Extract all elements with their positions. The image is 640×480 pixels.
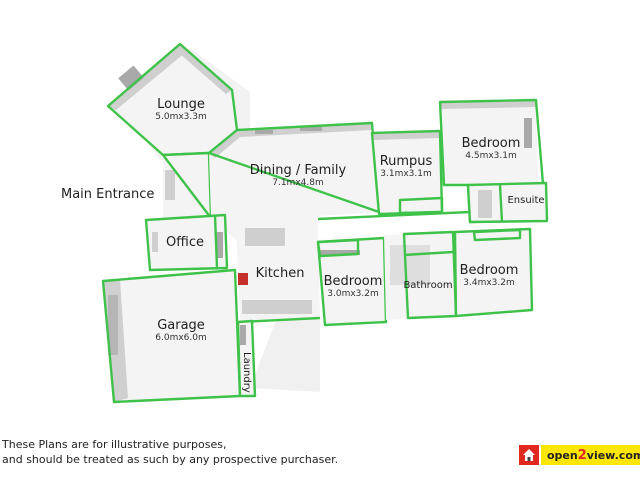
room-dimensions: 3.1mx3.1m xyxy=(380,169,432,179)
label-ensuite: Ensuite xyxy=(507,193,544,208)
logo-suffix: view.com xyxy=(586,448,640,462)
label-kitchen: Kitchen xyxy=(256,266,305,281)
room-garage[interactable] xyxy=(101,268,242,404)
main-entrance-label: Main Entrance xyxy=(61,187,155,202)
label-office: Office xyxy=(166,235,204,250)
room-kitchen[interactable] xyxy=(236,218,321,324)
room-name: Office xyxy=(166,235,204,250)
room-laundry[interactable] xyxy=(236,319,257,398)
label-bathroom: Bathroom xyxy=(403,278,452,293)
disclaimer-line-1: These Plans are for illustrative purpose… xyxy=(2,438,227,451)
room-name: Bedroom xyxy=(459,263,519,278)
room-name: Garage xyxy=(157,318,205,333)
room-dimensions: 3.0mx3.2m xyxy=(327,289,379,299)
room-dimensions: 3.4mx3.2m xyxy=(463,278,515,288)
room-ensuite[interactable] xyxy=(466,181,549,224)
room-rumpus[interactable] xyxy=(370,129,444,216)
room-name: Dining / Family xyxy=(249,163,347,178)
disclaimer-line-2: and should be treated as such by any pro… xyxy=(2,453,339,466)
stove-icon xyxy=(238,273,248,285)
room-bedroom-3[interactable] xyxy=(453,227,534,318)
label-bedroom-master: Bedroom 4.5mx3.1m xyxy=(462,136,521,162)
room-entry-hall[interactable] xyxy=(161,151,213,220)
room-name: Ensuite xyxy=(507,195,545,206)
room-name: Bedroom xyxy=(323,274,383,289)
disclaimer: These Plans are for illustrative purpose… xyxy=(2,437,338,467)
garage-door-icon xyxy=(108,295,118,355)
room-dimensions: 7.1mx4.8m xyxy=(272,178,324,188)
label-lounge: Lounge 5.0mx3.3m xyxy=(155,97,207,123)
room-dimensions: 4.5mx3.1m xyxy=(465,151,517,161)
room-bathroom[interactable] xyxy=(384,230,458,320)
house-icon xyxy=(519,445,539,465)
logo-prefix: open xyxy=(547,448,578,462)
room-name: Rumpus xyxy=(379,154,433,169)
room-lounge[interactable] xyxy=(106,42,239,157)
room-bedroom-2[interactable] xyxy=(316,236,388,327)
label-bedroom-3: Bedroom 3.4mx3.2m xyxy=(460,263,519,289)
room-office[interactable] xyxy=(144,213,229,272)
label-bedroom-2: Bedroom 3.0mx3.2m xyxy=(324,274,383,300)
room-name: Bedroom xyxy=(461,136,521,151)
room-name: Bathroom xyxy=(403,280,453,291)
fireplace-icon xyxy=(118,65,144,91)
label-laundry: Laundry xyxy=(241,352,252,393)
room-name: Lounge xyxy=(157,97,205,112)
room-dimensions: 5.0mx3.3m xyxy=(155,112,207,122)
logo-number: 2 xyxy=(577,447,587,463)
label-dining-family: Dining / Family 7.1mx4.8m xyxy=(250,163,346,189)
label-garage: Garage 6.0mx6.0m xyxy=(155,318,207,344)
label-rumpus: Rumpus 3.1mx3.1m xyxy=(380,154,433,180)
room-dimensions: 6.0mx6.0m xyxy=(155,333,207,343)
room-dining-family[interactable] xyxy=(207,121,471,242)
room-name: Kitchen xyxy=(255,266,305,281)
